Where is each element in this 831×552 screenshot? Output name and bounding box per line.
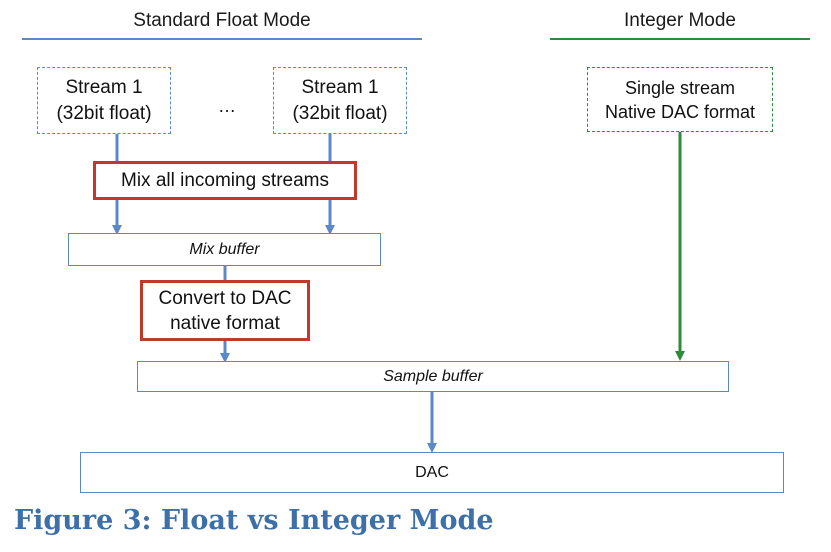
integer-stream-box: Single stream Native DAC format [587, 67, 773, 132]
stream-box-1: Stream 1 (32bit float) [37, 67, 171, 134]
float-mode-underline [22, 38, 422, 40]
dac-label: DAC [415, 463, 449, 481]
convert-step-box: Convert to DAC native format [140, 280, 310, 341]
integer-stream-format: Native DAC format [604, 101, 756, 122]
stream-2-format: (32bit float) [292, 102, 388, 124]
stream-2-name: Stream 1 [301, 76, 379, 98]
sample-buffer-label: Sample buffer [383, 367, 483, 385]
mix-buffer-label: Mix buffer [189, 240, 260, 258]
convert-step-line-2: native format [170, 312, 280, 334]
dac-box: DAC [80, 452, 784, 493]
stream-box-2: Stream 1 (32bit float) [273, 67, 407, 134]
figure-caption: Figure 3: Float vs Integer Mode [14, 505, 494, 536]
stream-ellipsis: … [218, 96, 236, 116]
stream-1-name: Stream 1 [65, 76, 143, 98]
sample-buffer-box: Sample buffer [137, 361, 729, 392]
convert-step-line-1: Convert to DAC [158, 287, 292, 309]
mix-buffer-box: Mix buffer [68, 233, 381, 266]
integer-stream-name: Single stream [624, 77, 736, 98]
stream-1-format: (32bit float) [56, 102, 152, 124]
integer-mode-header: Integer Mode [624, 10, 736, 31]
integer-mode-underline [550, 38, 810, 40]
float-mode-header: Standard Float Mode [133, 10, 311, 31]
mix-step-box: Mix all incoming streams [93, 161, 357, 200]
